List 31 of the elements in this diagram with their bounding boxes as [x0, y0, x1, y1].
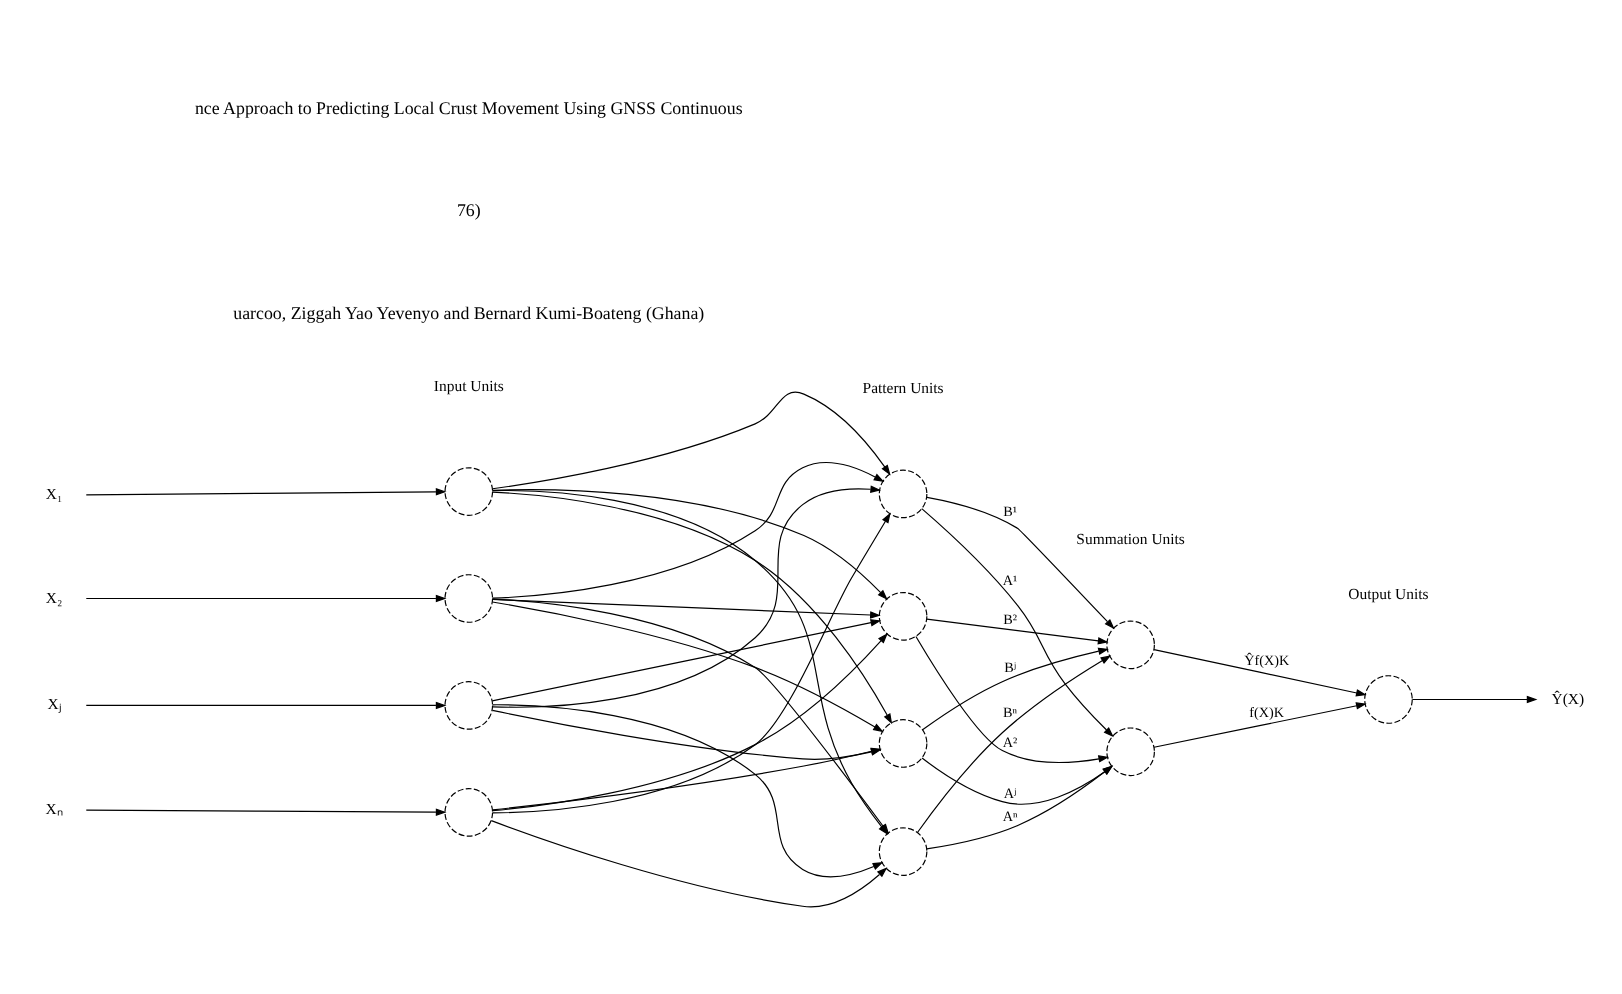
node-circle: [444, 680, 494, 729]
arrow: [916, 654, 1112, 833]
node-circle: [444, 466, 494, 515]
node-circle: [878, 718, 928, 767]
arrow: [85, 700, 447, 709]
arrow: [926, 764, 1114, 849]
node-circle: [1106, 726, 1155, 776]
label: nce Approach to Predicting Local Crust Movement Using GNSS Continuous: [194, 97, 743, 118]
arrow: [491, 600, 884, 732]
node-circle: [878, 468, 928, 518]
arrow: [85, 807, 447, 815]
arrow: [1411, 694, 1538, 703]
arrow: [85, 487, 447, 495]
arrow: [491, 618, 882, 701]
arrow: [921, 507, 1114, 737]
arrow: [921, 756, 1114, 804]
arrow: [1153, 701, 1367, 747]
arrow: [85, 593, 447, 602]
label: uarcoo, Ziggah Yao Yevenyo and Bernard Kumi-Boateng (Ghana): [233, 301, 705, 322]
arrow: [915, 634, 1110, 762]
arrow: [1153, 648, 1367, 696]
node-circle: [444, 573, 494, 622]
node-circle: [1364, 674, 1413, 723]
label: 76): [456, 199, 481, 220]
arrow: [492, 461, 885, 598]
arrow: [491, 390, 891, 489]
arrow: [921, 646, 1109, 730]
node-circle: [444, 787, 494, 836]
arrow: [492, 631, 888, 811]
arrow: [926, 617, 1109, 644]
arrow: [926, 495, 1115, 629]
